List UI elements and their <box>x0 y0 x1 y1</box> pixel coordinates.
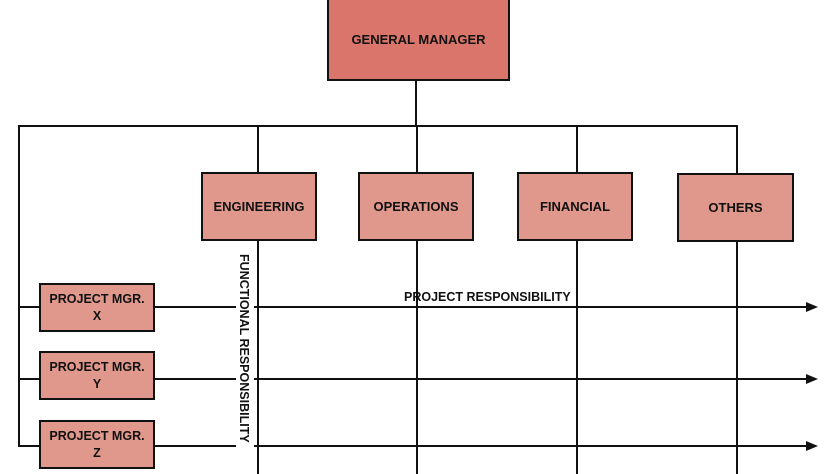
project-manager-box-y: PROJECT MGR. Y <box>39 351 155 400</box>
pm-title: PROJECT MGR. <box>49 359 145 374</box>
department-label: OPERATIONS <box>373 199 459 214</box>
financial-functional-line <box>576 240 578 474</box>
pm-y-stub-line <box>18 378 40 380</box>
operations-stem-line <box>416 125 418 173</box>
pm-letter: Y <box>92 376 102 391</box>
department-box-others: OTHERS <box>677 173 794 242</box>
pm-z-stub-line <box>18 445 40 447</box>
operations-functional-line <box>416 240 418 474</box>
project-responsibility-label: PROJECT RESPONSIBILITY <box>404 290 571 304</box>
financial-stem-line <box>576 125 578 173</box>
pm-letter: Z <box>93 445 101 460</box>
pm-y-arrowhead-icon <box>806 374 818 384</box>
functional-label-backdrop <box>236 252 254 474</box>
department-box-financial: FINANCIAL <box>517 172 633 241</box>
left-vertical-line <box>18 125 20 447</box>
pm-x-arrowhead-icon <box>806 302 818 312</box>
engineering-stem-line <box>257 125 259 173</box>
pm-letter: X <box>92 308 102 323</box>
gm-stem-line <box>415 80 417 127</box>
department-label: FINANCIAL <box>539 199 611 214</box>
project-manager-box-x: PROJECT MGR. X <box>39 283 155 332</box>
pm-z-arrow-line <box>154 445 808 447</box>
department-label: OTHERS <box>708 200 763 215</box>
department-box-engineering: ENGINEERING <box>201 172 317 241</box>
others-stem-line <box>736 125 738 175</box>
department-label: ENGINEERING <box>213 199 305 214</box>
others-functional-line <box>736 241 738 474</box>
functional-responsibility-label: FUNCTIONAL RESPONSIBILITY <box>237 254 251 443</box>
general-manager-box: GENERAL MANAGER <box>327 0 510 81</box>
top-horizontal-line <box>18 125 738 127</box>
pm-y-arrow-line <box>154 378 808 380</box>
project-manager-box-z: PROJECT MGR. Z <box>39 420 155 469</box>
department-box-operations: OPERATIONS <box>358 172 474 241</box>
pm-title: PROJECT MGR. <box>49 291 145 306</box>
pm-x-stub-line <box>18 306 40 308</box>
pm-z-arrowhead-icon <box>806 441 818 451</box>
pm-x-arrow-line <box>154 306 808 308</box>
engineering-functional-line <box>257 240 259 474</box>
pm-title: PROJECT MGR. <box>49 428 145 443</box>
general-manager-label: GENERAL MANAGER <box>351 32 486 47</box>
